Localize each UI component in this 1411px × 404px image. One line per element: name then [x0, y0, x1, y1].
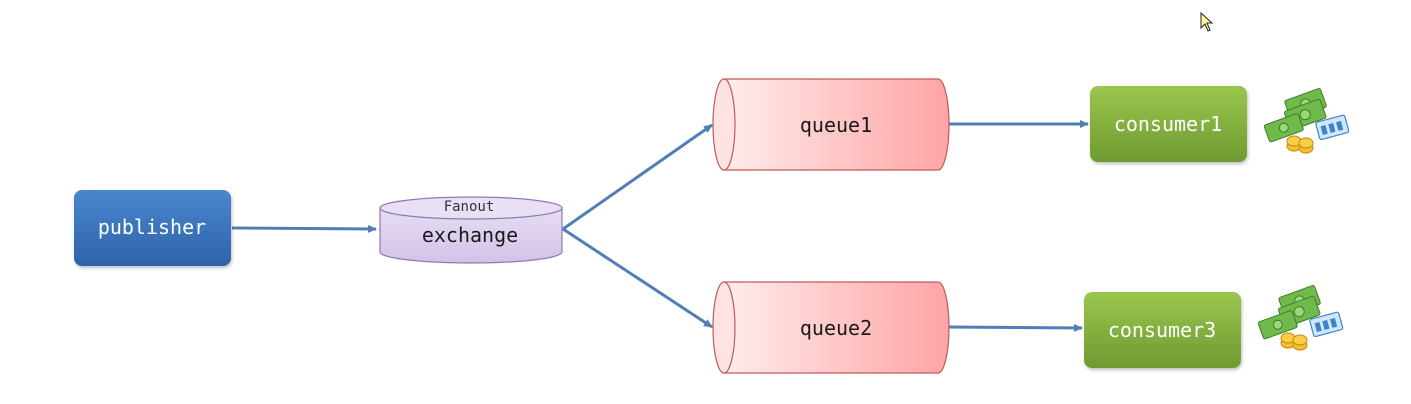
money-icon: [1263, 88, 1350, 154]
consumer3-label: consumer3: [1108, 318, 1216, 342]
publisher-label: publisher: [98, 215, 206, 239]
consumer1-label: consumer1: [1114, 112, 1222, 136]
exchange-type-label: Fanout: [444, 199, 495, 215]
queue1-node: queue1: [712, 78, 950, 171]
exchange-label: exchange: [422, 223, 518, 247]
arrows: [231, 120, 1089, 332]
exchange-node: Fanout exchange: [379, 196, 563, 264]
consumer3-node: consumer3: [1084, 292, 1241, 368]
arrow-exchange-to-queue2: [562, 227, 713, 329]
money-icon: [1257, 285, 1344, 351]
queue2-node: queue2: [712, 281, 950, 374]
publisher-node: publisher: [74, 190, 231, 266]
queue2-label: queue2: [800, 316, 872, 340]
queue1-label: queue1: [800, 113, 872, 137]
arrow-publisher-to-exchange: [231, 224, 377, 233]
mouse-cursor-icon: [1200, 11, 1214, 32]
consumer1-node: consumer1: [1090, 86, 1247, 162]
arrow-exchange-to-queue1: [562, 123, 713, 231]
arrow-queue2-to-consumer3: [947, 323, 1083, 332]
